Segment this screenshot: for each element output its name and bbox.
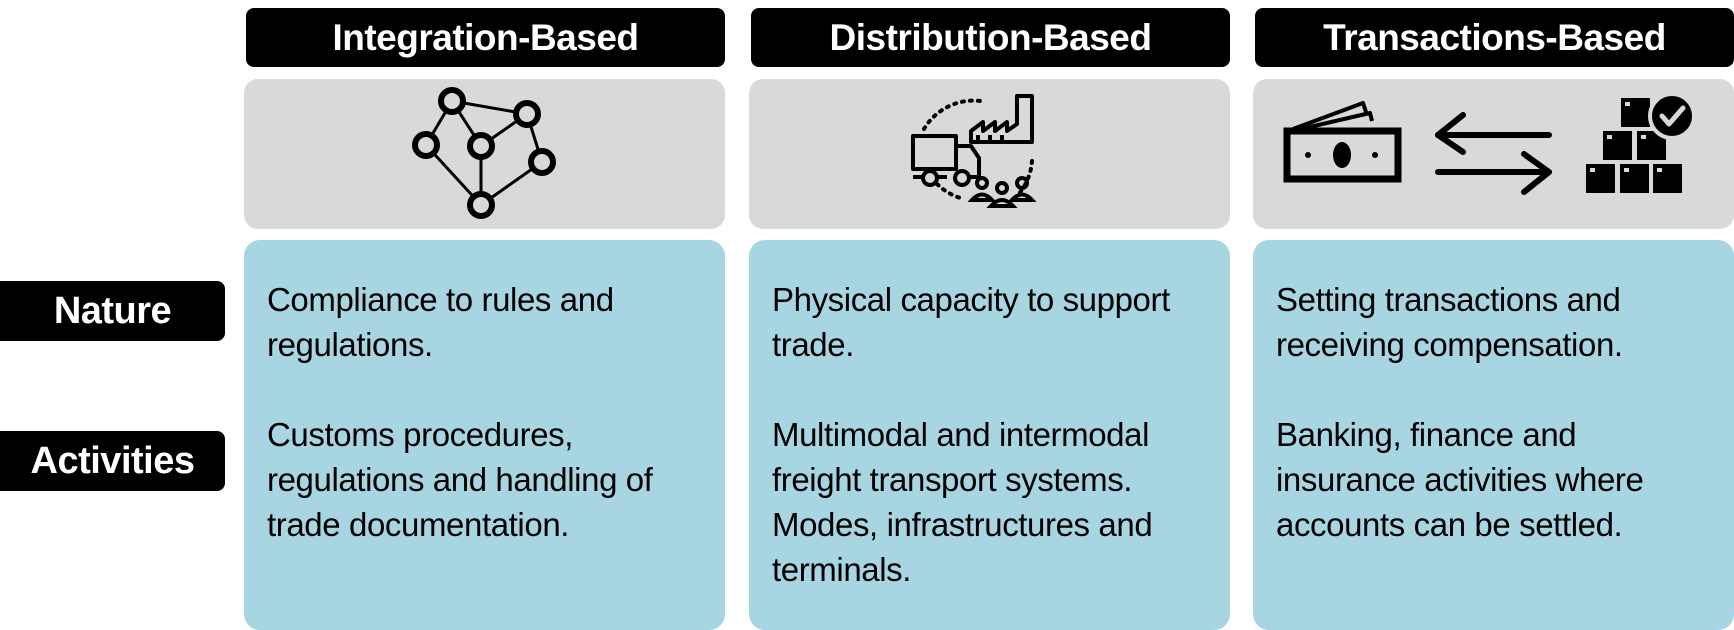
column-integration-based: Integration-Based Compl <box>244 8 725 630</box>
text-panel: Setting transactions and receiving compe… <box>1253 240 1734 630</box>
column-header: Distribution-Based <box>751 8 1230 67</box>
activities-text: Banking, finance and insurance activitie… <box>1276 416 1644 543</box>
icon-panel <box>749 79 1230 229</box>
row-label-nature: Nature <box>0 281 225 341</box>
text-panel: Physical capacity to support trade. Mult… <box>749 240 1230 630</box>
row-label-activities: Activities <box>0 431 225 491</box>
column-distribution-based: Distribution-Based <box>749 8 1230 630</box>
activities-text: Customs procedures, regulations and hand… <box>267 416 653 543</box>
nature-text: Setting transactions and receiving compe… <box>1276 281 1623 363</box>
truck-factory-people-cycle-icon <box>911 94 1037 208</box>
column-header: Integration-Based <box>246 8 725 67</box>
money-exchange-boxes-icon <box>1283 92 1696 195</box>
column-transactions-based: Transactions-Based <box>1253 8 1734 630</box>
icon-panel <box>1253 79 1734 229</box>
nature-text: Compliance to rules and regulations. <box>267 281 614 363</box>
text-panel: Compliance to rules and regulations. Cus… <box>244 240 725 630</box>
activities-text: Multimodal and intermodal freight transp… <box>772 416 1153 588</box>
icon-panel <box>244 79 725 229</box>
nature-text: Physical capacity to support trade. <box>772 281 1170 363</box>
network-nodes-icon <box>412 87 556 219</box>
column-header: Transactions-Based <box>1255 8 1734 67</box>
